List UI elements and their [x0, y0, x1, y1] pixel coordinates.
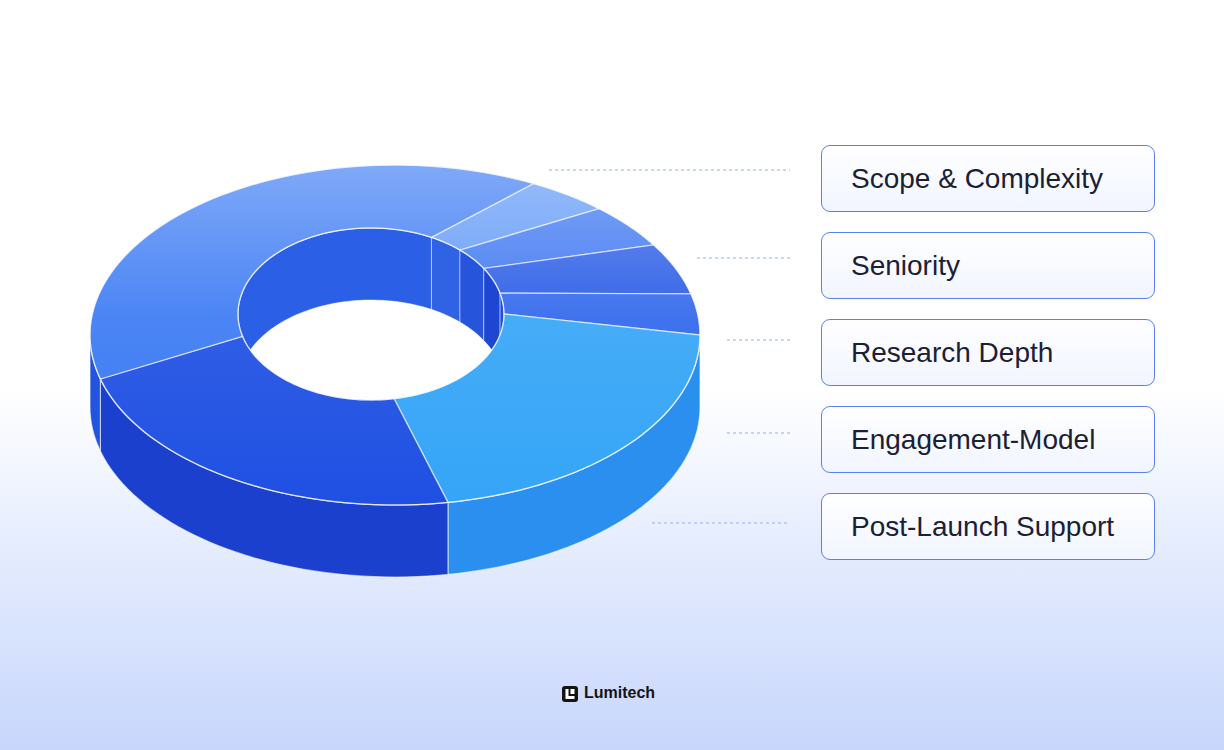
leader-line: [652, 523, 790, 524]
label-box: Research Depth: [821, 319, 1155, 386]
donut-chart: [90, 165, 700, 577]
label-box: Post-Launch Support: [821, 493, 1155, 560]
leader-line: [727, 340, 790, 341]
leader-line: [727, 433, 790, 434]
leader-line: [549, 170, 790, 171]
label-box: Scope & Complexity: [821, 145, 1155, 212]
box-label: Post-Launch Support: [851, 511, 1114, 543]
logo-mark: [566, 689, 575, 699]
label-box: Engagement-Model: [821, 406, 1155, 473]
box-label: Seniority: [851, 250, 960, 282]
logo-icon: [562, 686, 578, 702]
logo-square: [562, 686, 578, 702]
label-box: Seniority: [821, 232, 1155, 299]
logo-mark: [571, 689, 575, 694]
leader-line: [697, 258, 790, 259]
box-label: Scope & Complexity: [851, 163, 1103, 195]
brand-name: Lumitech: [584, 684, 655, 702]
ring-inner-wall: [431, 237, 460, 322]
ring-gloss: [90, 165, 700, 505]
box-label: Research Depth: [851, 337, 1053, 369]
box-label: Engagement-Model: [851, 424, 1095, 456]
